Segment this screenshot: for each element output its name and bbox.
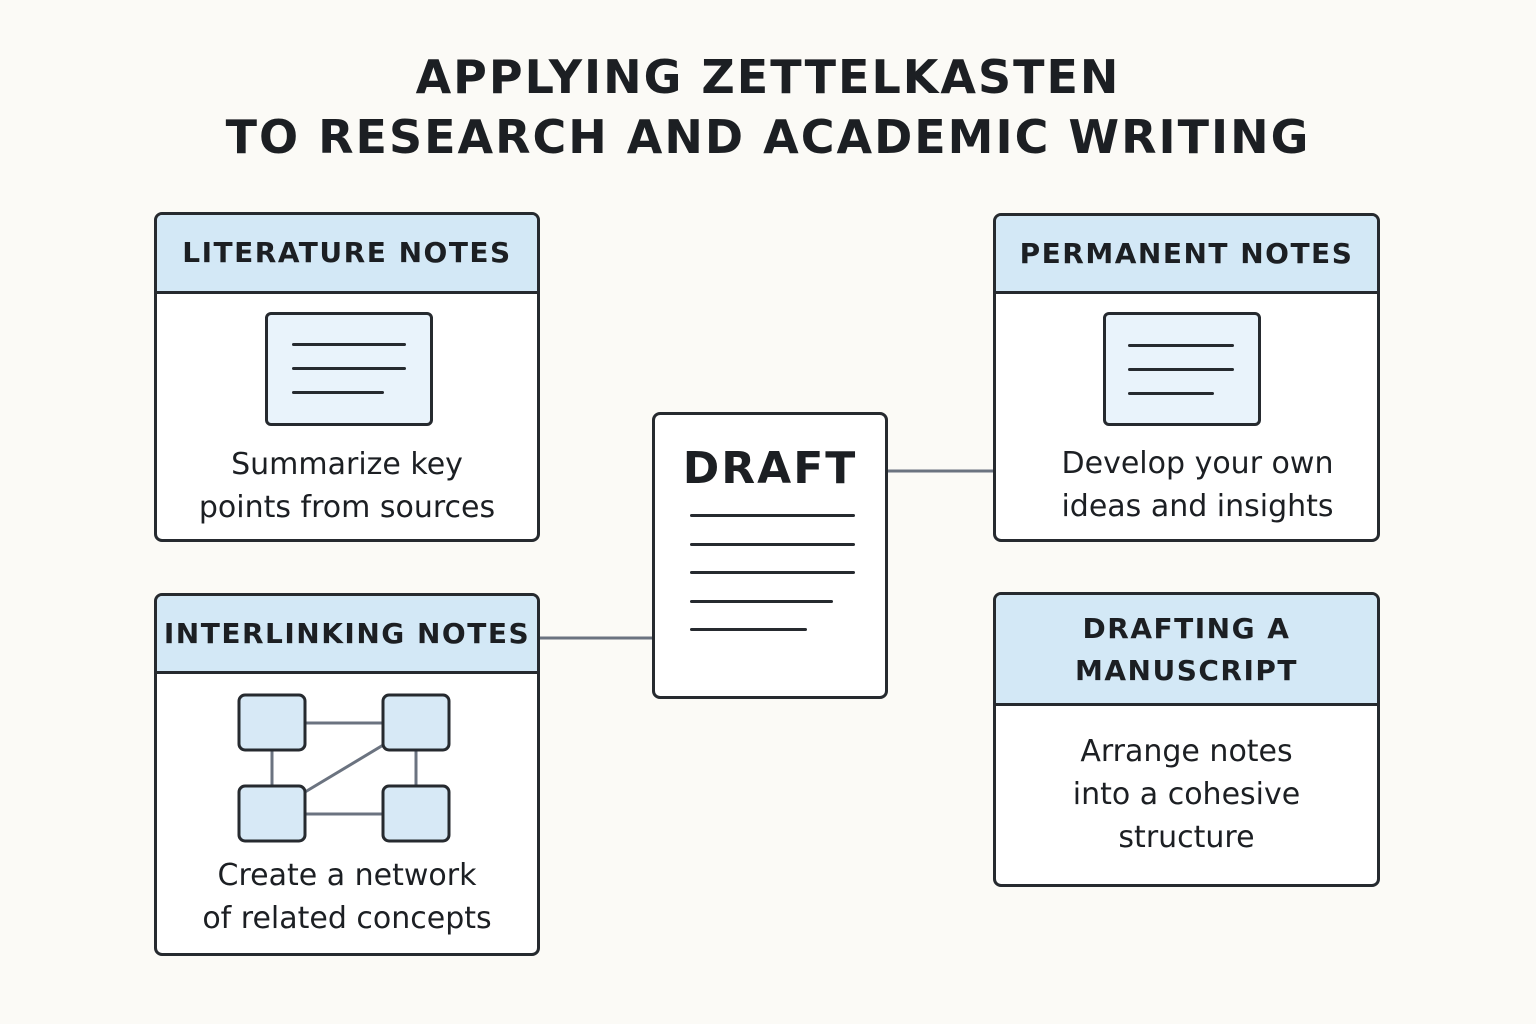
- page-title-line-2: TO RESEARCH AND ACADEMIC WRITING: [225, 110, 1311, 164]
- drafting-manuscript-description: Arrange notes into a cohesive structure: [996, 730, 1377, 859]
- network-node-bottom-left: [237, 784, 307, 843]
- literature-notes-text-line-1: Summarize key: [231, 447, 463, 482]
- draft-document: DRAFT: [652, 412, 888, 699]
- network-node-top-right: [381, 693, 451, 752]
- draft-text-line: [690, 514, 855, 517]
- drafting-manuscript-title-line-1: DRAFTING A: [1082, 612, 1291, 645]
- permanent-notes-text-line-2: ideas and insights: [1061, 489, 1334, 524]
- permanent-notes-header: PERMANENT NOTES: [996, 216, 1377, 294]
- page-title-line-1: APPLYING ZETTELKASTEN: [415, 50, 1121, 104]
- drafting-manuscript-title-line-2: MANUSCRIPT: [1074, 654, 1299, 687]
- document-lines-icon: [265, 312, 433, 426]
- interlinking-notes-text-line-2: of related concepts: [202, 901, 492, 936]
- linked-nodes-icon: [237, 693, 451, 843]
- draft-text-line: [690, 543, 855, 546]
- literature-notes-card: LITERATURE NOTES Summarize key points fr…: [154, 212, 540, 542]
- drafting-manuscript-text-line-1: Arrange notes: [1080, 734, 1293, 769]
- draft-text-line: [690, 600, 833, 603]
- literature-notes-header: LITERATURE NOTES: [157, 215, 537, 294]
- draft-text-line: [690, 628, 807, 631]
- drafting-manuscript-header: DRAFTING A MANUSCRIPT: [996, 595, 1377, 706]
- network-node-bottom-right: [381, 784, 451, 843]
- network-node-top-left: [237, 693, 307, 752]
- interlinking-notes-card: INTERLINKING NOTES Create a network of r…: [154, 593, 540, 956]
- literature-notes-text-line-2: points from sources: [198, 490, 496, 525]
- draft-label: DRAFT: [682, 443, 858, 494]
- drafting-manuscript-text-line-3: structure: [1118, 820, 1255, 855]
- document-lines-icon: [1103, 312, 1261, 426]
- permanent-notes-description: Develop your own ideas and insights: [996, 442, 1377, 528]
- drafting-manuscript-card: DRAFTING A MANUSCRIPT Arrange notes into…: [993, 592, 1380, 887]
- interlinking-notes-header: INTERLINKING NOTES: [157, 596, 537, 674]
- interlinking-notes-text-line-1: Create a network: [217, 858, 477, 893]
- interlinking-notes-description: Create a network of related concepts: [157, 854, 537, 940]
- permanent-notes-card: PERMANENT NOTES Develop your own ideas a…: [993, 213, 1380, 542]
- literature-notes-description: Summarize key points from sources: [157, 443, 537, 529]
- draft-text-line: [690, 571, 855, 574]
- permanent-notes-text-line-1: Develop your own: [1061, 446, 1334, 481]
- drafting-manuscript-text-line-2: into a cohesive: [1072, 777, 1301, 812]
